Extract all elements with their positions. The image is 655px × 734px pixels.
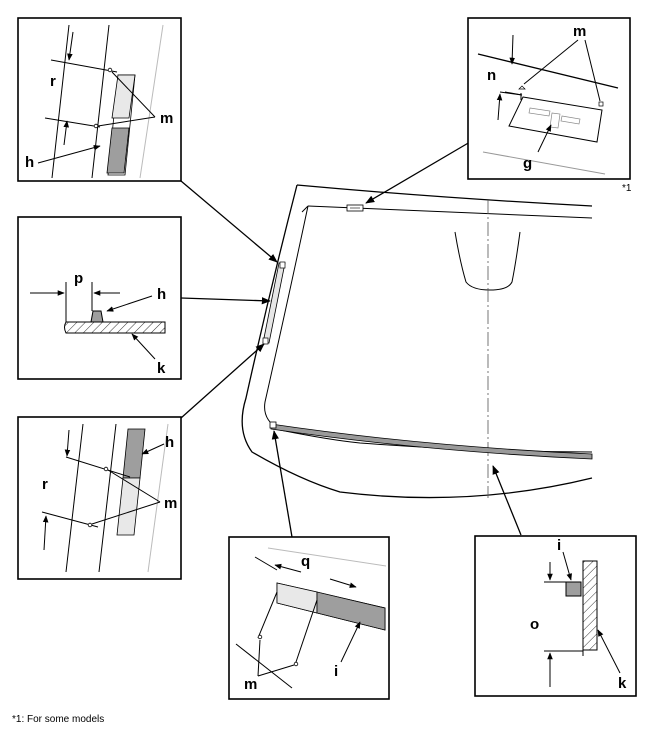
detail-box-cowl-molding-position: q m i: [228, 536, 390, 700]
windshield: [241, 184, 593, 499]
part-label-i: i: [334, 663, 338, 680]
detail-box-lower-side-molding: r m h: [17, 416, 182, 580]
callout-leaders: [180, 141, 522, 538]
detail-box-upper-side-molding: r m h: [17, 17, 182, 182]
dimension-label-p: p: [74, 270, 83, 287]
part-label-m: m: [573, 23, 586, 40]
part-label-m: m: [160, 110, 173, 127]
part-label-k: k: [157, 360, 166, 377]
note-marker: *1: [622, 183, 632, 194]
dimension-label-o: o: [530, 616, 539, 633]
part-label-m: m: [244, 676, 257, 693]
dimension-label-r: r: [42, 476, 48, 493]
part-label-h: h: [25, 154, 34, 171]
detail-box-top-part: m n g *1: [467, 17, 632, 194]
dimension-label-n: n: [487, 67, 496, 84]
part-label-m: m: [164, 495, 177, 512]
part-label-k: k: [618, 675, 627, 692]
detail-box-molding-section: p h k: [17, 216, 182, 380]
part-label-i: i: [557, 537, 561, 554]
part-label-g: g: [523, 155, 532, 172]
part-label-h: h: [157, 286, 166, 303]
footnote: *1: For some models: [12, 714, 104, 725]
detail-box-cowl-molding-section: o i k: [474, 535, 637, 697]
dimension-label-q: q: [301, 553, 310, 570]
part-label-h: h: [165, 434, 174, 451]
dimension-label-r: r: [50, 73, 56, 90]
